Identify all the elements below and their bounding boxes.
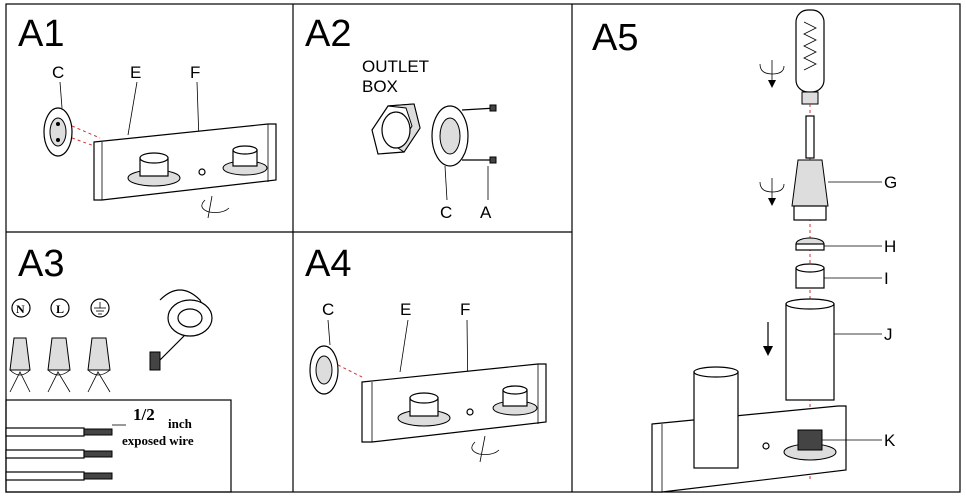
- outlet-label-2: BOX: [362, 77, 398, 96]
- rotate-arrow-icon: [471, 441, 500, 455]
- socket-right: [492, 385, 538, 416]
- label-e: E: [400, 300, 411, 319]
- label-c: C: [440, 203, 452, 222]
- fixture-assembled: [651, 366, 847, 493]
- light-bulb: [795, 9, 825, 105]
- panel-a3: A3 N L 1/2 in: [5, 243, 232, 493]
- screw-f: [198, 168, 206, 176]
- panel-a3-title: A3: [18, 243, 64, 285]
- label-f: F: [460, 300, 470, 319]
- mounting-plate: [43, 107, 73, 157]
- ring-h: [795, 237, 825, 251]
- panel-a1: A1 C E F: [18, 13, 277, 219]
- outlet-label-1: OUTLET: [362, 57, 429, 76]
- ground-symbol-icon: [90, 298, 110, 318]
- label-c: C: [322, 300, 334, 319]
- socket-left: [397, 392, 451, 427]
- electrical-tape: [149, 289, 213, 371]
- live-symbol: L: [50, 298, 70, 318]
- label-g: G: [884, 173, 897, 192]
- label-c: C: [52, 63, 64, 82]
- mounting-plate: [309, 345, 339, 395]
- socket-k: [783, 429, 837, 461]
- wire-nuts: [9, 337, 111, 393]
- caption: exposed wire: [122, 433, 194, 448]
- fraction: 1/2: [133, 405, 155, 424]
- neutral-symbol: N: [11, 298, 31, 318]
- panel-a1-title: A1: [18, 13, 64, 55]
- stripped-wires: [5, 424, 126, 481]
- panel-a5-title: A5: [592, 17, 638, 59]
- label-k: K: [884, 431, 896, 450]
- label-h: H: [884, 237, 896, 256]
- unit: inch: [168, 416, 193, 431]
- socket-left: [127, 152, 181, 187]
- label-j: J: [884, 325, 893, 344]
- panel-a4: A4 C E F: [305, 243, 547, 463]
- label-i: I: [884, 269, 889, 288]
- label-e: E: [130, 63, 141, 82]
- screw-f: [466, 408, 474, 416]
- rotate-arrow-icon: [201, 199, 230, 213]
- label-a: A: [480, 203, 492, 222]
- panel-a5: A5 G H I: [592, 9, 897, 493]
- outlet-box: [371, 103, 421, 155]
- panel-a2-title: A2: [305, 13, 351, 55]
- glass-shade-j: [785, 298, 835, 401]
- panel-a2: A2 OUTLET BOX C A: [305, 13, 497, 222]
- panel-a4-title: A4: [305, 243, 351, 285]
- socket-right: [222, 145, 268, 176]
- cord-grip-g: [791, 115, 829, 221]
- panel-grid: [5, 3, 961, 493]
- svg-text:N: N: [16, 302, 25, 316]
- svg-text:L: L: [56, 302, 64, 316]
- screw-a: [461, 104, 497, 164]
- mounting-plate: [431, 105, 469, 167]
- collar-i: [795, 263, 825, 289]
- label-f: F: [190, 63, 200, 82]
